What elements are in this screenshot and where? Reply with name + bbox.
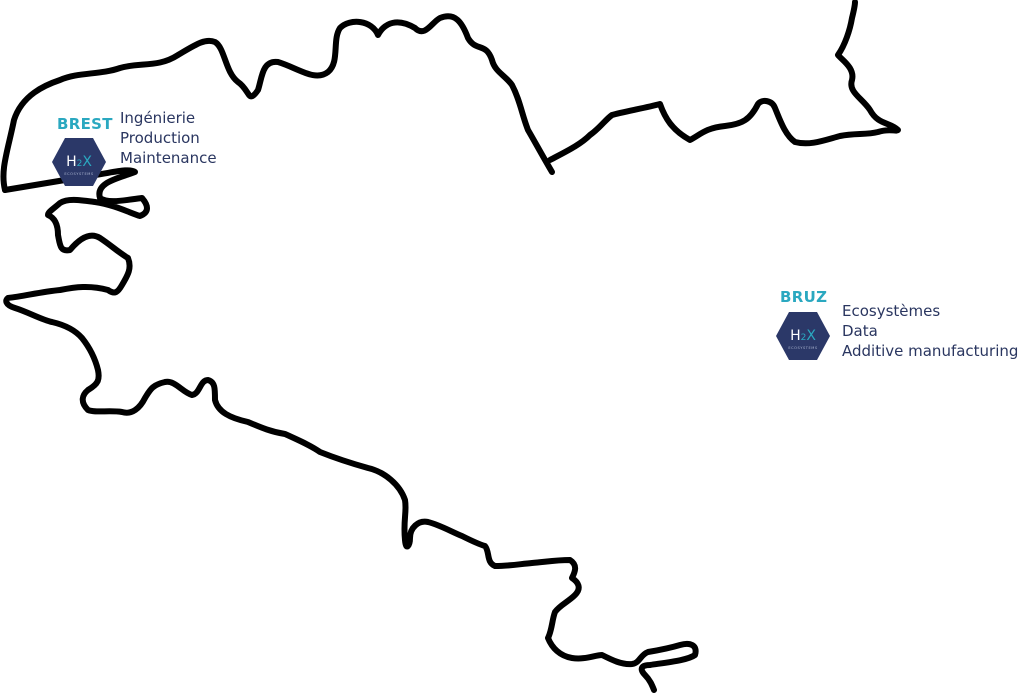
logo-subtext: ECOSYSTEMS bbox=[64, 172, 93, 176]
north-coastline-east bbox=[547, 0, 901, 163]
activity-item: Production bbox=[120, 129, 200, 147]
city-label-brest: BREST bbox=[57, 115, 113, 133]
city-label-bruz: BRUZ bbox=[780, 288, 828, 306]
h2x-logo-brest: H2X ECOSYSTEMS bbox=[52, 138, 106, 186]
logo-text: H2X bbox=[790, 328, 816, 344]
activity-item: Maintenance bbox=[120, 149, 217, 167]
west-coastline bbox=[2, 167, 699, 693]
activity-item: Additive manufacturing bbox=[842, 342, 1019, 360]
activity-item: Ingénierie bbox=[120, 109, 196, 127]
logo-subtext: ECOSYSTEMS bbox=[788, 346, 817, 350]
north-coastline bbox=[0, 13, 555, 193]
logo-text: H2X bbox=[66, 154, 92, 170]
activity-item: Ecosystèmes bbox=[842, 302, 941, 320]
h2x-logo-bruz: H2X ECOSYSTEMS bbox=[776, 312, 830, 360]
activities-brest: Ingénierie Production Maintenance bbox=[120, 108, 217, 168]
activity-item: Data bbox=[842, 322, 878, 340]
activities-bruz: Ecosystèmes Data Additive manufacturing bbox=[842, 301, 1018, 361]
